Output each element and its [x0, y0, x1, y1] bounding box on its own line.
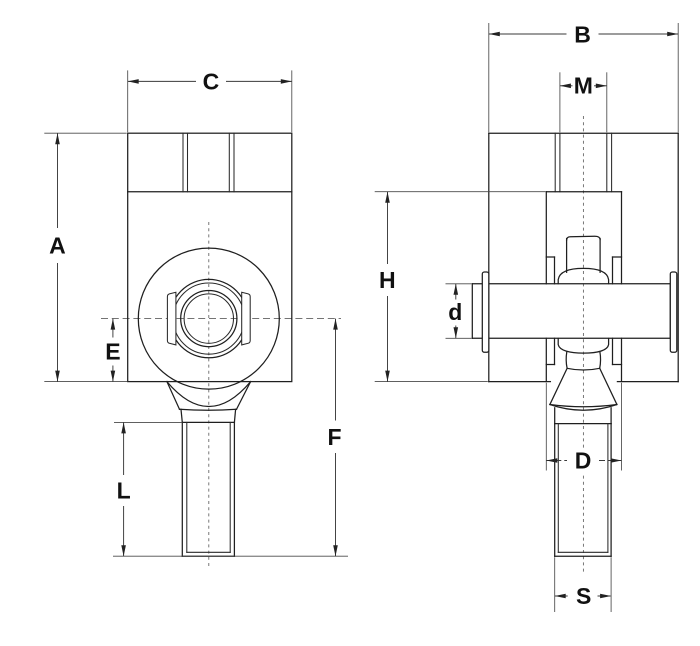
- right-keeper-plate: [669, 271, 678, 353]
- dim-label-B: B: [574, 22, 591, 48]
- dimension-C: C: [127, 68, 293, 133]
- eye-outer-circle: [137, 247, 280, 390]
- dimension-H: H: [374, 191, 546, 383]
- left-keeper-tab: [166, 291, 177, 346]
- dim-label-S: S: [576, 583, 591, 609]
- pivot-pin: [471, 271, 678, 353]
- dimension-L: L: [113, 421, 348, 557]
- side-view: B M H d: [374, 22, 679, 612]
- dim-label-F: F: [327, 424, 341, 450]
- right-keeper-tab: [241, 291, 251, 346]
- dim-label-C: C: [203, 68, 220, 94]
- dim-label-D: D: [575, 448, 592, 474]
- dim-label-A: A: [49, 233, 66, 259]
- left-keeper-plate: [481, 271, 490, 353]
- side-part-outline: [471, 132, 679, 557]
- dimension-B: B: [488, 22, 679, 133]
- dimension-S: S: [554, 557, 612, 612]
- front-part-outline: [127, 132, 293, 557]
- dim-label-E: E: [105, 339, 120, 365]
- dimension-A: A: [44, 132, 127, 383]
- dimension-d: d: [445, 283, 472, 339]
- dim-label-M: M: [574, 72, 593, 98]
- dim-label-L: L: [117, 478, 131, 504]
- dimension-F: F: [327, 318, 342, 557]
- dim-label-d: d: [448, 299, 462, 325]
- front-view: C A E L: [44, 68, 348, 568]
- dimension-E: E: [105, 318, 121, 382]
- dimension-M: M: [559, 72, 608, 133]
- dimension-D: D: [545, 383, 622, 474]
- dim-label-H: H: [379, 267, 396, 293]
